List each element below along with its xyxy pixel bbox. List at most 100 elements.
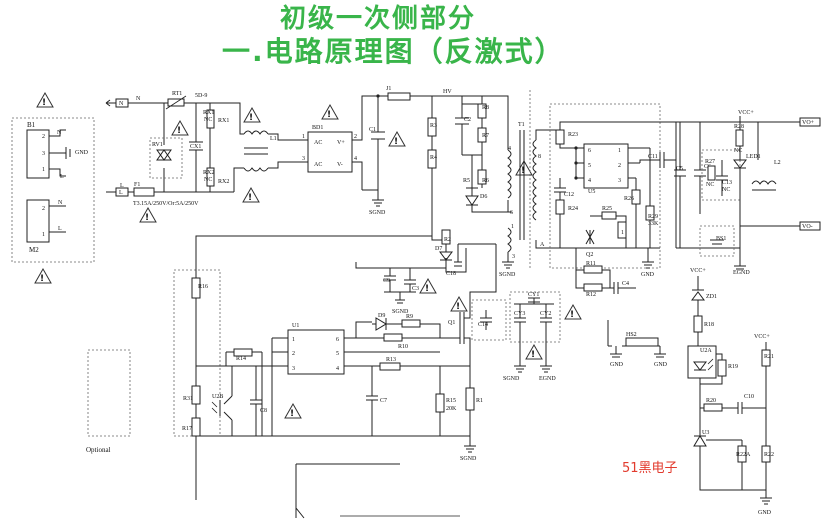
svg-text:C5: C5 (676, 166, 683, 172)
svg-text:Q2: Q2 (586, 252, 593, 258)
svg-text:GND: GND (641, 272, 655, 278)
svg-text:ZD1: ZD1 (706, 294, 717, 300)
svg-text:C4: C4 (622, 281, 629, 287)
svg-text:R2: R2 (444, 237, 451, 243)
svg-text:R22: R22 (764, 452, 774, 458)
svg-text:R11: R11 (586, 261, 596, 267)
svg-text:3: 3 (302, 156, 305, 162)
svg-text:!: ! (394, 137, 398, 147)
warning-icon: ! (139, 206, 157, 223)
resistor-r28 (735, 129, 744, 147)
zener-zd1 (691, 289, 705, 301)
svg-text:U1: U1 (292, 323, 299, 329)
svg-text:R26: R26 (624, 196, 634, 202)
svg-text:F1: F1 (134, 182, 140, 188)
svg-text:C11: C11 (648, 154, 658, 160)
svg-text:A: A (540, 242, 545, 248)
svg-text:!: ! (40, 274, 44, 284)
svg-text:R4: R4 (430, 155, 437, 161)
warning-icon: ! (243, 106, 261, 123)
svg-text:AC: AC (314, 140, 322, 146)
warning-icon: ! (564, 303, 582, 320)
resistor-r15 (435, 393, 445, 413)
svg-text:C18: C18 (446, 271, 456, 277)
svg-text:EGND: EGND (733, 270, 750, 276)
bridge-rectifier-bd1 (307, 131, 353, 173)
svg-text:R31: R31 (183, 396, 193, 402)
transistor-q2 (585, 229, 595, 245)
resistor-r19 (717, 359, 727, 377)
svg-text:SGND: SGND (503, 376, 520, 382)
svg-text:C8: C8 (260, 408, 267, 414)
warning-icon: ! (321, 103, 339, 120)
jumper-j1 (387, 92, 411, 101)
svg-text:!: ! (570, 310, 574, 320)
svg-text:1: 1 (42, 167, 45, 173)
terminal-vo-plus (799, 117, 821, 127)
svg-text:C12: C12 (564, 192, 574, 198)
resistor-r12 (583, 283, 603, 292)
optocoupler-u2b (219, 395, 233, 421)
svg-text:4: 4 (354, 156, 357, 162)
optional-box (87, 349, 131, 437)
svg-text:20K: 20K (446, 406, 457, 412)
svg-text:1: 1 (511, 224, 514, 230)
svg-text:L: L (119, 190, 123, 196)
svg-text:GND: GND (610, 362, 624, 368)
svg-text:R17: R17 (182, 426, 192, 432)
svg-text:C1: C1 (369, 127, 376, 133)
svg-text:GND: GND (654, 362, 668, 368)
transformer-t1 (507, 149, 512, 199)
svg-text:!: ! (531, 350, 535, 360)
svg-text:HV: HV (443, 89, 452, 95)
svg-text:R9: R9 (406, 314, 413, 320)
svg-text:5D-9: 5D-9 (195, 93, 207, 99)
svg-text:L2: L2 (774, 160, 781, 166)
svg-text:1: 1 (618, 148, 621, 154)
choke-l1 (243, 130, 269, 135)
warning-icon: ! (525, 343, 543, 360)
resistor-r10 (383, 333, 403, 342)
label-m2: M2 (29, 246, 39, 254)
svg-text:SGND: SGND (499, 272, 516, 278)
svg-text:!: ! (145, 213, 149, 223)
svg-text:3: 3 (618, 178, 621, 184)
inductor-l2 (751, 180, 777, 185)
fuse-f1 (133, 187, 155, 197)
svg-text:U3: U3 (702, 430, 709, 436)
svg-text:!: ! (42, 98, 46, 108)
connector-m2 (26, 199, 50, 243)
svg-text:NC: NC (722, 187, 730, 193)
svg-text:L1: L1 (270, 136, 277, 142)
svg-text:GND: GND (758, 510, 772, 516)
svg-text:R23: R23 (568, 132, 578, 138)
svg-text:2: 2 (42, 206, 45, 212)
svg-text:BD1: BD1 (312, 125, 323, 131)
svg-text:NC: NC (204, 177, 212, 183)
svg-text:D6: D6 (480, 194, 487, 200)
svg-text:!: ! (425, 284, 429, 294)
svg-text:R28: R28 (734, 124, 744, 130)
resistor-r16 (191, 277, 201, 299)
svg-text:5: 5 (588, 163, 591, 169)
svg-text:!: ! (327, 110, 331, 120)
svg-text:V+: V+ (337, 140, 345, 146)
warning-icon: ! (36, 91, 54, 108)
svg-text:RX2: RX2 (218, 179, 229, 185)
mosfet-q1 (446, 312, 465, 344)
label-b1: B1 (27, 121, 36, 129)
svg-text:!: ! (290, 409, 294, 419)
svg-text:8: 8 (538, 154, 541, 160)
svg-text:GND: GND (75, 150, 89, 156)
optional-label: Optional (86, 446, 111, 454)
svg-text:R22A: R22A (736, 452, 751, 458)
svg-text:VCC+: VCC+ (690, 268, 706, 274)
svg-text:R6: R6 (482, 178, 489, 184)
svg-text:1: 1 (302, 134, 305, 140)
resistor-r23 (555, 129, 565, 145)
resistor-r18 (693, 315, 703, 333)
svg-text:!: ! (177, 126, 181, 136)
diagram-subtitle: 一.电路原理图（反激式） (222, 35, 565, 68)
svg-text:N: N (119, 101, 124, 107)
svg-text:4: 4 (336, 366, 339, 372)
